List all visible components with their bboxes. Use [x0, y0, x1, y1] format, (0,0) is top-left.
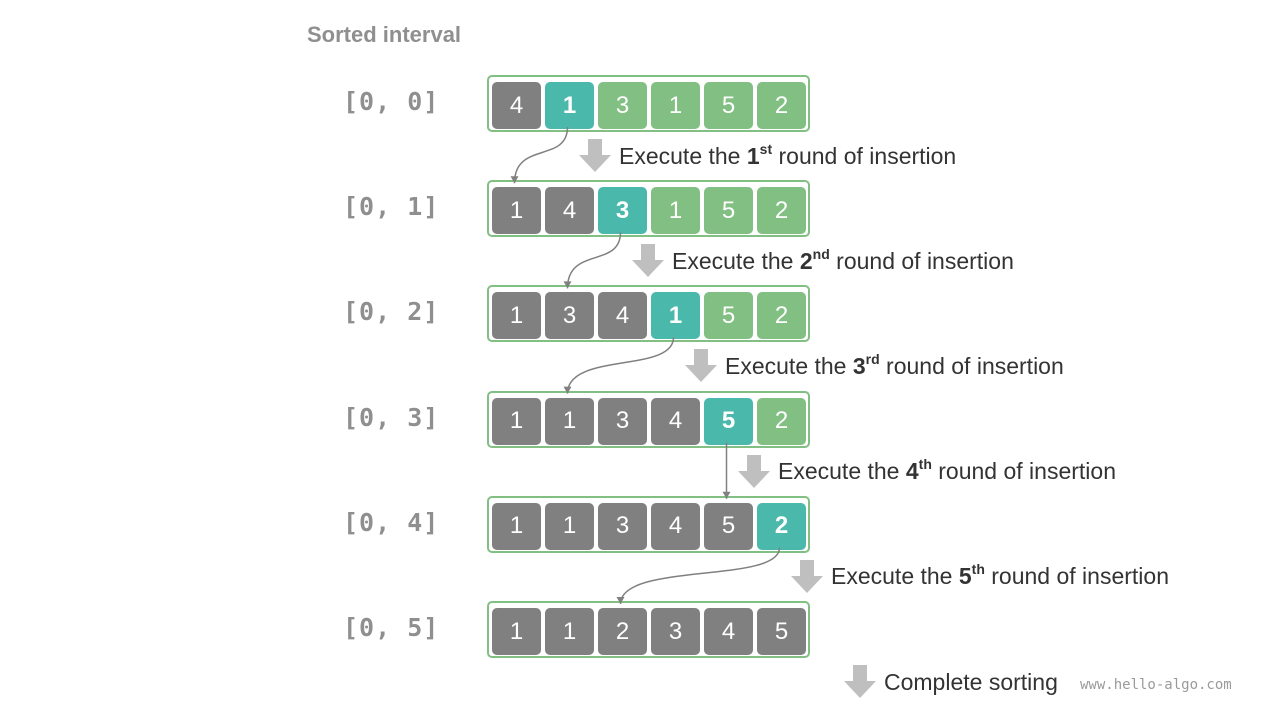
step-text-prefix: Complete sorting: [884, 668, 1058, 695]
array-cell-unsorted: 2: [757, 187, 806, 235]
array-cell-sorted: 4: [651, 397, 700, 445]
interval-label: [0, 0]: [343, 87, 440, 116]
step-text: Execute the 3rd round of insertion: [725, 350, 1064, 380]
array-cell-current: 1: [545, 82, 594, 129]
sorted-interval-header: Sorted interval: [307, 22, 462, 47]
insertion-path: [566, 337, 675, 394]
ordinal-suffix: nd: [812, 245, 830, 262]
interval-label: [0, 4]: [343, 507, 440, 537]
watermark: www.hello-algo.com: [1080, 677, 1232, 693]
array-cell-sorted: 2: [598, 608, 647, 655]
step-text: Execute the 4th round of insertion: [778, 456, 1116, 485]
step-annotation: Execute the 3rd round of insertion: [683, 349, 1064, 383]
array-cell-sorted: 4: [651, 502, 700, 550]
array-cell-unsorted: 2: [757, 292, 806, 340]
array-cell-sorted: 1: [545, 502, 594, 550]
step-text-suffix: round of insertion: [829, 247, 1014, 274]
interval-label: [0, 3]: [343, 402, 440, 432]
ordinal-suffix: th: [918, 456, 932, 473]
array-cell-unsorted: 5: [704, 292, 753, 340]
ordinal-suffix: st: [759, 140, 773, 157]
array-cell-sorted: 1: [492, 397, 541, 445]
down-arrow-icon: [685, 349, 717, 383]
down-arrow-icon: [632, 244, 664, 278]
array-cell-sorted: 5: [704, 502, 753, 550]
round-number: 5: [958, 563, 972, 590]
step-text-prefix: Execute the: [619, 142, 747, 169]
step-text: Complete sorting: [884, 669, 1058, 696]
array-cell-sorted: 3: [651, 608, 700, 655]
array-cell-unsorted: 5: [704, 82, 753, 129]
array-cell-unsorted: 1: [651, 187, 700, 235]
step-text-prefix: Execute the: [778, 458, 906, 485]
step-text-suffix: round of insertion: [931, 458, 1116, 485]
array-cell-current: 2: [757, 502, 806, 550]
round-number: 3: [852, 352, 866, 379]
array-cell-sorted: 4: [492, 82, 541, 129]
down-arrow-icon: [844, 665, 876, 698]
interval-label: [0, 2]: [343, 297, 440, 327]
array-cell-unsorted: 2: [757, 82, 806, 129]
array-cell-sorted: 1: [492, 187, 541, 235]
insertion-path: [513, 126, 569, 184]
step-text-suffix: round of insertion: [984, 563, 1169, 590]
down-arrow-icon: [738, 454, 770, 488]
array-cell-current: 1: [651, 292, 700, 340]
step-annotation: Execute the 5th round of insertion: [789, 559, 1169, 594]
step-annotation: Execute the 2nd round of insertion: [630, 244, 1014, 278]
array-cell-sorted: 5: [757, 608, 806, 655]
array-cell-current: 5: [704, 397, 753, 445]
array-cell-sorted: 3: [598, 502, 647, 550]
array-cell-sorted: 4: [598, 292, 647, 340]
step-annotation: Execute the 1st round of insertion: [577, 139, 956, 173]
interval-label: [0, 1]: [343, 192, 440, 222]
array-cell-current: 3: [598, 187, 647, 235]
array-cell-unsorted: 5: [704, 187, 753, 235]
step-text-prefix: Execute the: [725, 352, 853, 379]
insertion-path: [619, 547, 781, 605]
ordinal-suffix: rd: [865, 350, 880, 367]
round-number: 2: [799, 247, 813, 274]
step-text-suffix: round of insertion: [772, 142, 957, 169]
step-text: Execute the 1st round of insertion: [619, 140, 957, 170]
step-text-prefix: Execute the: [672, 247, 800, 274]
array-cell-sorted: 1: [545, 608, 594, 655]
step-text: Execute the 5th round of insertion: [831, 561, 1169, 590]
array-cell-sorted: 3: [598, 397, 647, 445]
ordinal-suffix: th: [971, 561, 985, 578]
array-cell-unsorted: 3: [598, 82, 647, 129]
array-cell-sorted: 4: [545, 187, 594, 235]
array-cell-sorted: 1: [492, 292, 541, 340]
round-number: 1: [746, 142, 760, 169]
step-text-prefix: Execute the: [831, 563, 959, 590]
array-cell-sorted: 3: [545, 292, 594, 340]
array-cell-sorted: 4: [704, 608, 753, 655]
array-cell-sorted: 1: [492, 502, 541, 550]
step-annotation: Execute the 4th round of insertion: [736, 454, 1116, 489]
array-cell-sorted: 1: [545, 397, 594, 445]
step-text: Execute the 2nd round of insertion: [672, 245, 1014, 275]
interval-label: [0, 5]: [343, 613, 440, 642]
down-arrow-icon: [791, 559, 823, 593]
array-cell-sorted: 1: [492, 608, 541, 655]
array-cell-unsorted: 1: [651, 82, 700, 129]
array-cell-unsorted: 2: [757, 397, 806, 445]
step-annotation: Complete sorting: [842, 665, 1058, 699]
round-number: 4: [905, 458, 919, 485]
step-text-suffix: round of insertion: [879, 352, 1064, 379]
down-arrow-icon: [579, 139, 611, 172]
insertion-path: [566, 232, 622, 289]
